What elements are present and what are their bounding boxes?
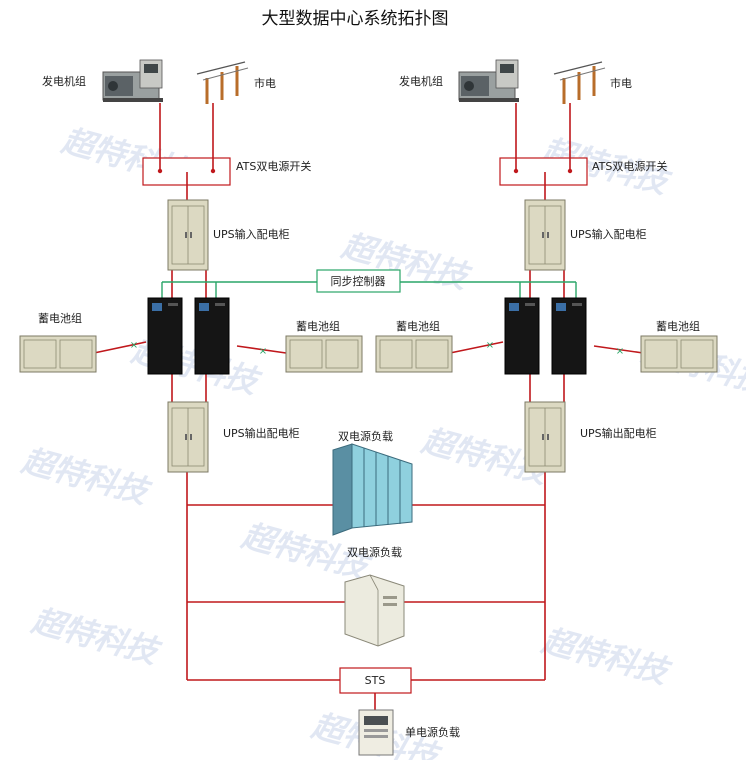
generator-left — [102, 59, 163, 102]
svg-text:×: × — [130, 340, 138, 351]
ups-output-label: UPS输出配电柜 — [223, 426, 300, 440]
ups-unit-left-b — [194, 297, 230, 375]
battery-bank-left-outer — [19, 335, 97, 373]
battery-label: 蓄电池组 — [396, 319, 440, 333]
dual-load-rack-row — [332, 443, 413, 536]
battery-bank-left-inner — [285, 335, 363, 373]
ups-input-label: UPS输入配电柜 — [213, 227, 290, 241]
watermark: 超特科技 — [537, 621, 675, 692]
battery-label: 蓄电池组 — [296, 319, 340, 333]
utility-label: 市电 — [254, 76, 276, 90]
battery-bank-right-outer — [640, 335, 718, 373]
svg-text:×: × — [616, 346, 624, 357]
battery-label: 蓄电池组 — [38, 311, 82, 325]
watermark: 超特科技 — [27, 601, 165, 672]
battery-breakers: × × × × — [130, 340, 624, 357]
svg-text:×: × — [259, 346, 267, 357]
sync-wiring — [161, 281, 577, 298]
ups-output-cabinet-left — [167, 401, 209, 473]
sync-controller-label: 同步控制器 — [331, 274, 386, 288]
generator-right — [458, 59, 519, 102]
ups-input-cabinet-right — [524, 199, 566, 271]
ups-unit-right-b — [551, 297, 587, 375]
battery-bank-right-inner — [375, 335, 453, 373]
sts-switch — [339, 667, 412, 694]
dual-load-label: 双电源负载 — [347, 545, 402, 559]
watermark: 超特科技 — [17, 441, 155, 512]
ups-input-cabinet-left — [167, 199, 209, 271]
ups-unit-left-a — [147, 297, 183, 375]
ats-switch-right — [499, 157, 588, 186]
dual-load-server — [344, 574, 405, 647]
svg-text:×: × — [486, 340, 494, 351]
ups-unit-right-a — [504, 297, 540, 375]
generator-label: 发电机组 — [399, 74, 443, 88]
utility-pole-left — [196, 61, 249, 104]
generator-label: 发电机组 — [42, 74, 86, 88]
ups-output-cabinet-right — [524, 401, 566, 473]
ats-label: ATS双电源开关 — [236, 159, 311, 173]
ups-input-label: UPS输入配电柜 — [570, 227, 647, 241]
ats-label: ATS双电源开关 — [592, 159, 667, 173]
utility-pole-right — [553, 61, 606, 104]
sync-controller — [316, 269, 401, 293]
single-load-server — [358, 709, 394, 756]
battery-label: 蓄电池组 — [656, 319, 700, 333]
diagram-title: 大型数据中心系统拓扑图 — [262, 9, 449, 29]
single-load-label: 单电源负载 — [405, 725, 460, 739]
sts-label: STS — [365, 674, 386, 687]
dual-load-label: 双电源负载 — [338, 429, 393, 443]
ups-output-label: UPS输出配电柜 — [580, 426, 657, 440]
utility-label: 市电 — [610, 76, 632, 90]
